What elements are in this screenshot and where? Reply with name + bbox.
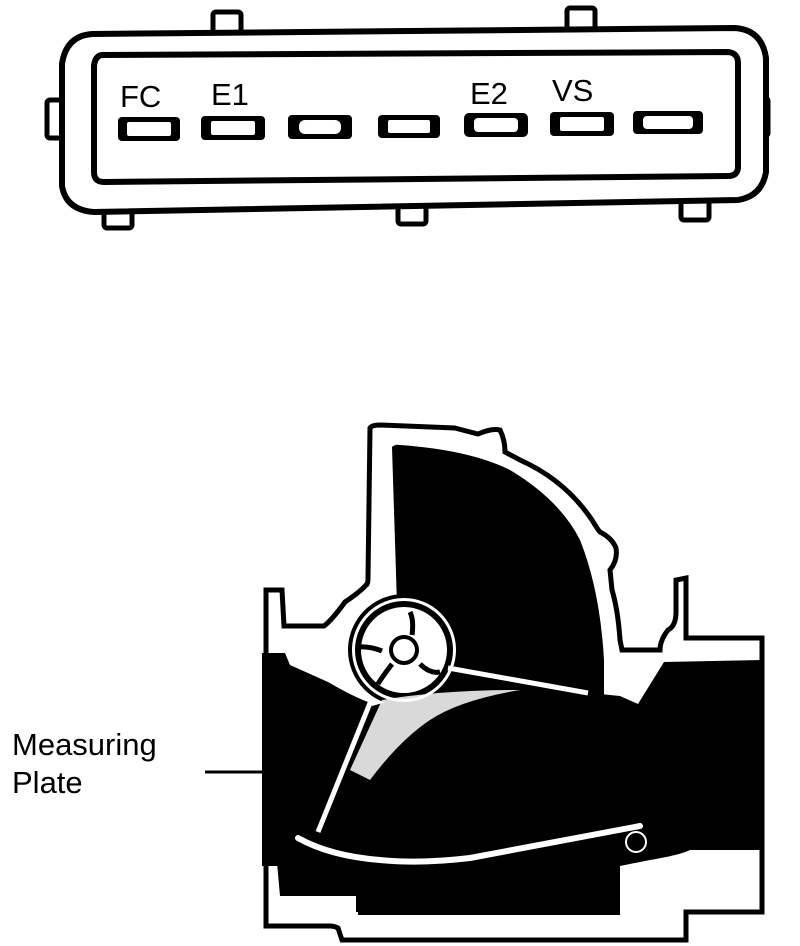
bypass-chamber (275, 830, 620, 915)
pin-label-fc: FC (120, 79, 161, 114)
measuring-plate-callout: Measuring Plate (12, 726, 157, 802)
pin-label-e1: E1 (211, 77, 249, 112)
adjust-screw-icon (625, 831, 647, 853)
pin-6 (550, 112, 614, 136)
callout-line-2: Plate (12, 765, 83, 800)
compensation-plate-arm (447, 665, 589, 696)
pin-label-vs: VS (552, 73, 593, 108)
shaft-center-icon (389, 635, 419, 665)
pin-5 (464, 113, 528, 137)
pin-3 (288, 115, 352, 139)
measuring-plate (315, 697, 375, 833)
bypass-channel (295, 823, 643, 865)
pin-label-e2: E2 (470, 76, 508, 111)
pin-7 (633, 111, 703, 134)
hub-spokes (357, 610, 441, 686)
plate-highlight (350, 690, 520, 780)
connector-pins (118, 111, 703, 141)
airflow-meter-diagram (262, 422, 765, 943)
callout-line-1: Measuring (12, 727, 157, 762)
pin-2 (201, 116, 265, 140)
pin-4 (378, 115, 440, 138)
pin-1 (118, 117, 180, 141)
